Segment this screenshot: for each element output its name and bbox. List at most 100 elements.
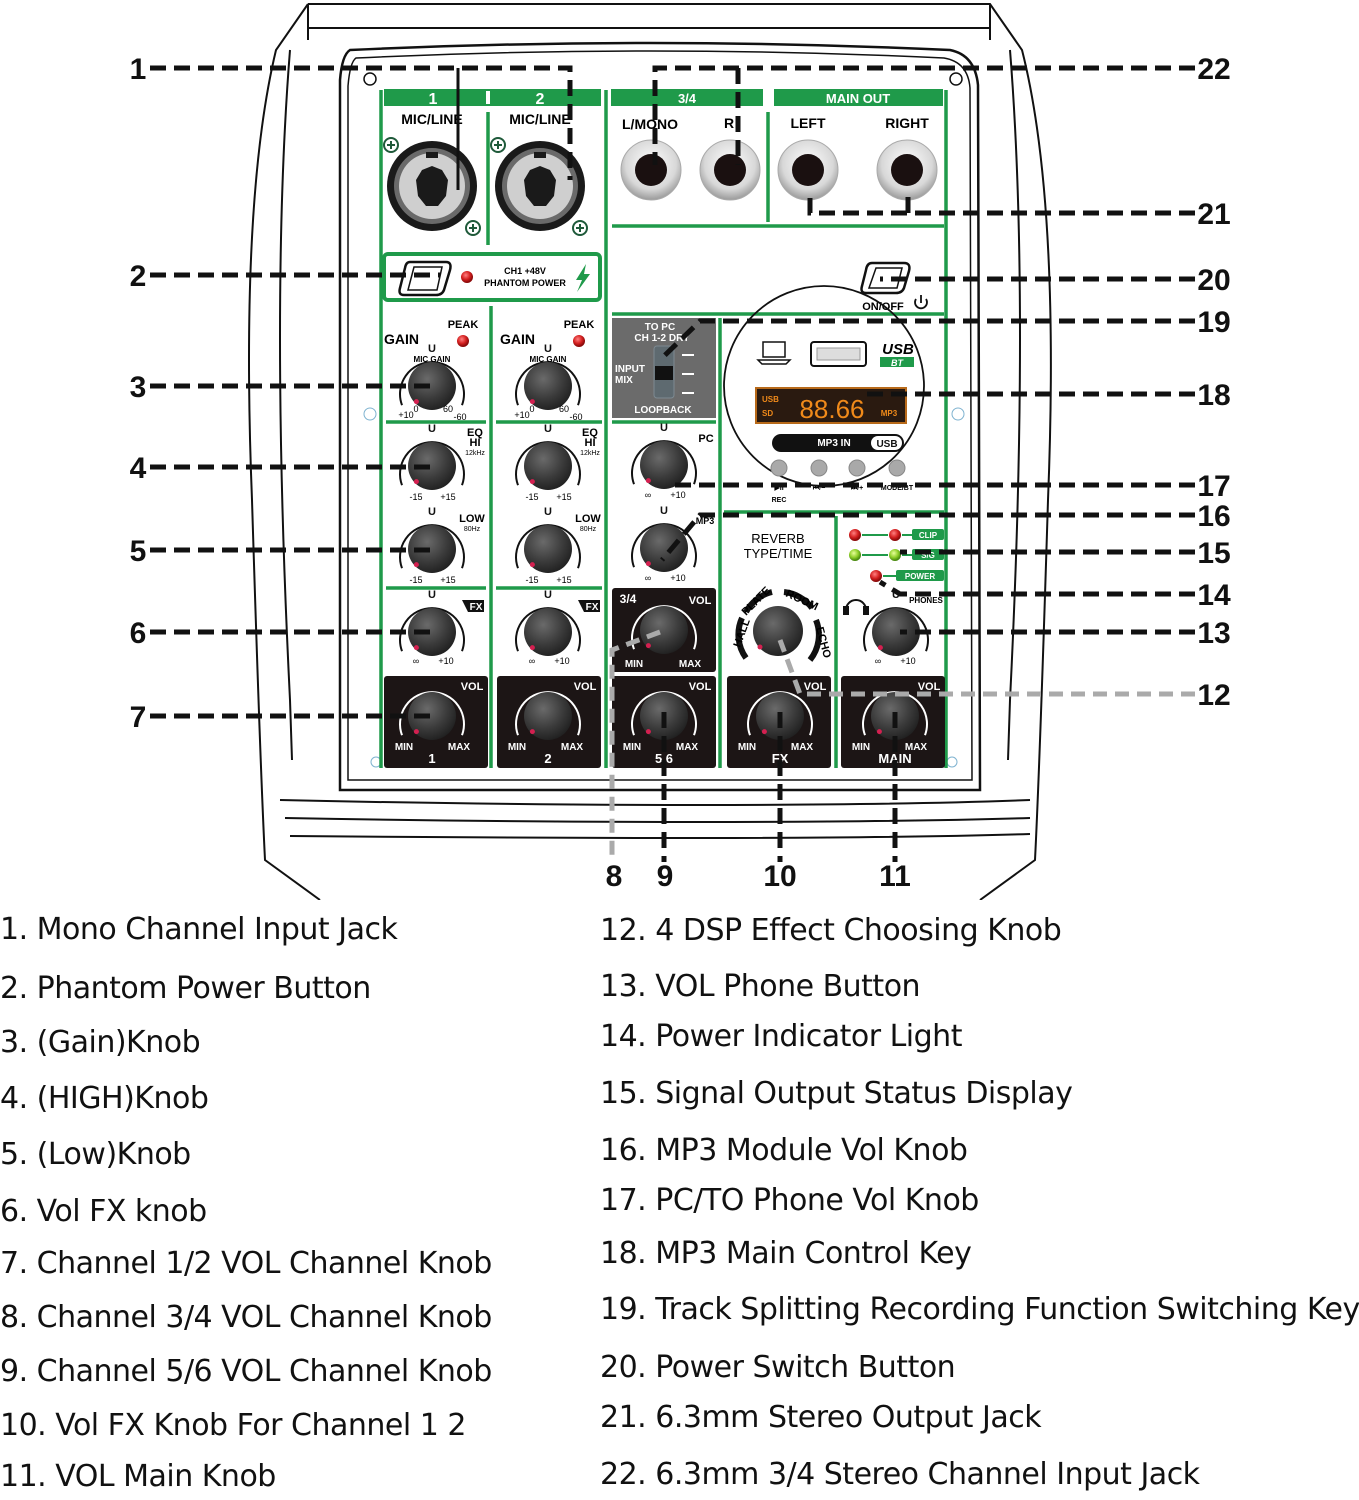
- low-eq-knob-2[interactable]: U: [515, 506, 581, 573]
- pc-scale-min: ∞: [645, 490, 651, 500]
- mp3-button-3[interactable]: [848, 459, 866, 477]
- screw-hole: [946, 756, 958, 768]
- pc-volume-knob[interactable]: U: [631, 422, 697, 489]
- hi-eq-knob-1[interactable]: U: [399, 423, 465, 490]
- reverb-type-knob[interactable]: [753, 606, 803, 656]
- max-label: MAX: [676, 742, 699, 753]
- callout-1: 1: [130, 53, 147, 86]
- gain-knob-1[interactable]: U: [399, 343, 465, 410]
- max-label: MAX: [791, 742, 814, 753]
- low-freq-1: 80Hz: [464, 526, 481, 533]
- phones-scale-max: +10: [900, 656, 915, 666]
- ch12-dry-label: CH 1-2 DRY: [634, 333, 690, 344]
- jack-3-4-left[interactable]: [620, 139, 682, 201]
- callout-3: 3: [130, 371, 147, 404]
- max-label: MAX: [679, 659, 702, 670]
- vol-label: VOL: [918, 681, 941, 693]
- peak-led-2: [573, 335, 585, 347]
- legend-item: 22. 6.3mm 3/4 Stereo Channel Input Jack: [600, 1457, 1200, 1492]
- legend-item: 21. 6.3mm Stereo Output Jack: [600, 1400, 1042, 1435]
- vol-knob-ch34[interactable]: [631, 605, 697, 654]
- mic-gain-label: MIC GAIN: [530, 355, 567, 364]
- unity-mark: U: [660, 505, 668, 517]
- main-out-left-jack[interactable]: [777, 139, 839, 201]
- callout-16: 16: [1197, 500, 1230, 533]
- hi-eq-knob-2[interactable]: U: [515, 423, 581, 490]
- main-out-left-label: LEFT: [791, 115, 826, 131]
- callout-9: 9: [657, 860, 674, 893]
- max-label: MAX: [905, 742, 928, 753]
- mic-gain-label: MIC GAIN: [414, 355, 451, 364]
- usb-port-icon[interactable]: [810, 341, 867, 367]
- legend-item: 4. (HIGH)Knob: [0, 1081, 209, 1116]
- vol-label: VOL: [689, 595, 712, 607]
- callout-17: 17: [1197, 470, 1230, 503]
- legend-item: 20. Power Switch Button: [600, 1350, 956, 1385]
- fx-scale-min: ∞: [413, 656, 419, 666]
- vol-label: VOL: [574, 681, 597, 693]
- onoff-label: ON/OFF: [862, 301, 904, 313]
- headphones-icon: [843, 599, 869, 615]
- main-out-right-jack[interactable]: [876, 139, 938, 201]
- callout-20: 20: [1197, 264, 1230, 297]
- vol-label: VOL: [689, 681, 712, 693]
- main-out-header: MAIN OUT: [774, 89, 943, 106]
- phantom-label-line1: CH1 +48V: [504, 266, 546, 276]
- unity-mark: U: [544, 423, 552, 435]
- power-label: POWER: [905, 572, 935, 581]
- power-icon: [914, 295, 928, 310]
- mp3-button-icon: ▶II: [774, 485, 783, 492]
- xlr-combo-jack-1[interactable]: [387, 141, 477, 231]
- peak-led-1: [457, 335, 469, 347]
- legend-item: 6. Vol FX knob: [0, 1194, 207, 1229]
- jack-3-4-right[interactable]: [699, 139, 761, 201]
- low-eq-knob-1[interactable]: U: [399, 506, 465, 573]
- mp3-volume-knob[interactable]: U: [631, 505, 697, 572]
- legend-item: 1. Mono Channel Input Jack: [0, 912, 398, 947]
- peak-label-2: PEAK: [564, 319, 595, 331]
- hi-scale-max: +15: [556, 492, 571, 502]
- main-out-right-label: RIGHT: [885, 115, 929, 131]
- legend-item: 13. VOL Phone Button: [600, 969, 921, 1004]
- fx-send-knob-2[interactable]: U: [515, 589, 581, 656]
- power-led: [870, 570, 882, 582]
- mp3-button-2[interactable]: [810, 459, 828, 477]
- hi-scale-min: -15: [409, 492, 422, 502]
- gain-knob-2[interactable]: U: [515, 343, 581, 410]
- unity-mark: U: [428, 343, 436, 355]
- legend-item: 10. Vol FX Knob For Channel 1 2: [0, 1408, 466, 1443]
- ch34-header-label: 3/4: [678, 91, 697, 106]
- fx-send-knob-1[interactable]: U: [399, 589, 465, 656]
- screw-cross: [387, 141, 584, 232]
- unity-mark: U: [892, 589, 900, 601]
- callout-lines-grey: [609, 629, 1195, 862]
- channel-name: 5,6: [655, 751, 673, 766]
- lightning-icon: [576, 264, 590, 292]
- gain-scale-60: 60: [559, 404, 569, 414]
- gain-scale-min: +10: [398, 410, 413, 420]
- unity-mark: U: [428, 589, 436, 601]
- track-split-switch[interactable]: [653, 345, 675, 399]
- fx-scale-max: +10: [554, 656, 569, 666]
- mp3-button-4[interactable]: [888, 459, 906, 477]
- clip-tag: CLIP: [912, 529, 944, 540]
- xlr-combo-jack-2[interactable]: [495, 141, 585, 231]
- vol-label: VOL: [461, 681, 484, 693]
- mp3-button-1[interactable]: [770, 459, 788, 477]
- mp3-in-usb-label: USB: [876, 439, 897, 450]
- level-leds: [849, 529, 912, 582]
- gain-scale-max: -60: [569, 412, 582, 422]
- power-switch-button[interactable]: [860, 261, 911, 295]
- hi-freq-1: 12kHz: [465, 450, 485, 457]
- channel-name: 2: [544, 751, 551, 766]
- main-out-header-label: MAIN OUT: [826, 91, 890, 106]
- vol-knob-ch2[interactable]: [515, 691, 581, 740]
- callout-5: 5: [130, 535, 147, 568]
- mp3-button-icon: ⏭/+: [851, 485, 863, 492]
- channel-name: 1: [428, 751, 435, 766]
- legend-item: 8. Channel 3/4 VOL Channel Knob: [0, 1300, 492, 1335]
- phantom-power-button[interactable]: [398, 260, 452, 297]
- ch34-vol-name: 3/4: [620, 592, 637, 606]
